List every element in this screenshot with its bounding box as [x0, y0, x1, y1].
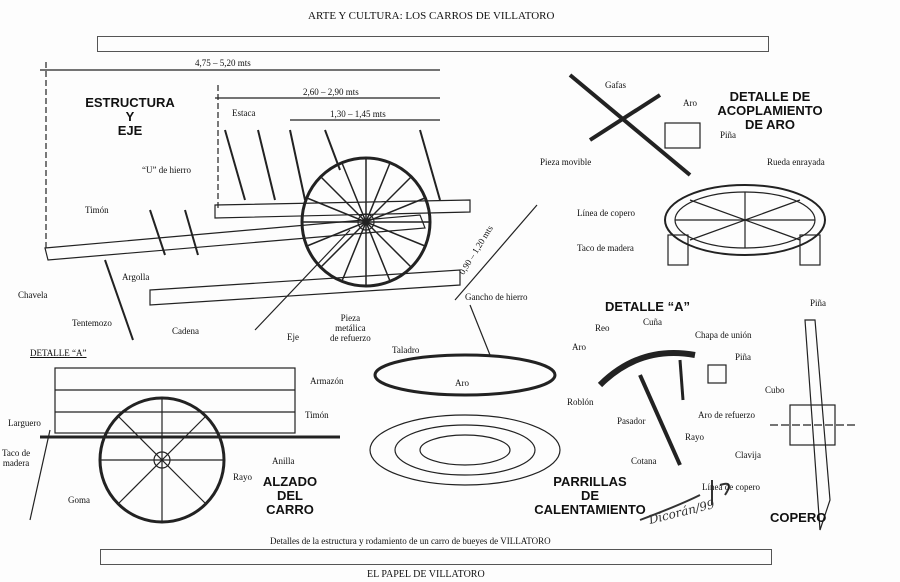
side-elevation-drawing: [29, 367, 340, 524]
dimension-lines: [40, 62, 538, 301]
label-goma: Goma: [68, 495, 90, 505]
label-taco-madera: Taco de madera: [577, 243, 634, 253]
dim-inner: 1,30 – 1,45 mts: [330, 109, 386, 119]
label-chavela: Chavela: [18, 290, 48, 300]
label-pina: Piña: [720, 130, 737, 140]
dim-mid: 2,60 – 2,90 mts: [303, 87, 359, 97]
label-linea-copero: Línea de copero: [577, 208, 635, 218]
link-detalle-a: DETALLE “A”: [30, 348, 87, 358]
label-pieza-movible: Pieza movible: [540, 157, 592, 167]
label-rayo: Rayo: [233, 472, 252, 482]
section-detalle-a: DETALLE “A”: [605, 299, 690, 314]
label-linea-copero-2: Línea de copero: [702, 482, 760, 492]
label-gafas: Gafas: [605, 80, 626, 90]
label-cotana: Cotana: [631, 456, 657, 466]
label-u-hierro: “U” de hierro: [142, 165, 191, 175]
label-aro: Aro: [683, 98, 697, 108]
label-pasador: Pasador: [617, 416, 646, 426]
label-pina-copero: Piña: [810, 298, 827, 308]
label-rayo-detalle: Rayo: [685, 432, 704, 442]
label-roblon: Roblón: [567, 397, 594, 407]
detail-a-drawing: [597, 350, 727, 466]
label-cadena: Cadena: [172, 326, 199, 336]
label-armazon: Armazón: [310, 376, 344, 386]
label-gancho: Gancho de hierro: [465, 292, 528, 302]
label-aro-parrilla: Aro: [455, 378, 469, 388]
label-timon-alzado: Timón: [305, 410, 329, 420]
label-argolla: Argolla: [122, 272, 150, 282]
header-title: ARTE Y CULTURA: LOS CARROS DE VILLATORO: [308, 10, 555, 22]
label-taladro: Taladro: [392, 345, 420, 355]
footer-rule-box: [100, 549, 772, 565]
dim-total: 4,75 – 5,20 mts: [195, 58, 251, 68]
label-tentemozo: Tentemozo: [72, 318, 112, 328]
coupling-drawing: [568, 73, 701, 177]
label-eje: Eje: [287, 332, 299, 342]
label-cuna: Cuña: [643, 317, 662, 327]
label-timon: Timón: [85, 205, 109, 215]
header-rule-box: [97, 36, 769, 52]
footer-publication: EL PAPEL DE VILLATORO: [367, 569, 485, 580]
copero-drawing: [770, 319, 855, 531]
footer-caption: Detalles de la estructura y rodamiento d…: [270, 536, 551, 546]
label-anilla: Anilla: [272, 456, 295, 466]
label-reo: Reo: [595, 323, 610, 333]
signature-mark: [639, 480, 730, 521]
label-clavija: Clavija: [735, 450, 761, 460]
cart-structure-drawing: [44, 129, 471, 341]
label-aro-detalle: Aro: [572, 342, 586, 352]
label-estaca: Estaca: [232, 108, 256, 118]
label-pina-detalle: Piña: [735, 352, 752, 362]
section-copero: COPERO: [770, 510, 827, 525]
label-chapa: Chapa de unión: [695, 330, 752, 340]
wheel-ring-drawing: [664, 184, 826, 266]
heating-grill-drawing: [369, 304, 561, 486]
label-aro-refuerzo: Aro de refuerzo: [698, 410, 755, 420]
label-rueda-enrayada: Rueda enrayada: [767, 157, 825, 167]
label-larguero: Larguero: [8, 418, 41, 428]
label-cubo: Cubo: [765, 385, 785, 395]
